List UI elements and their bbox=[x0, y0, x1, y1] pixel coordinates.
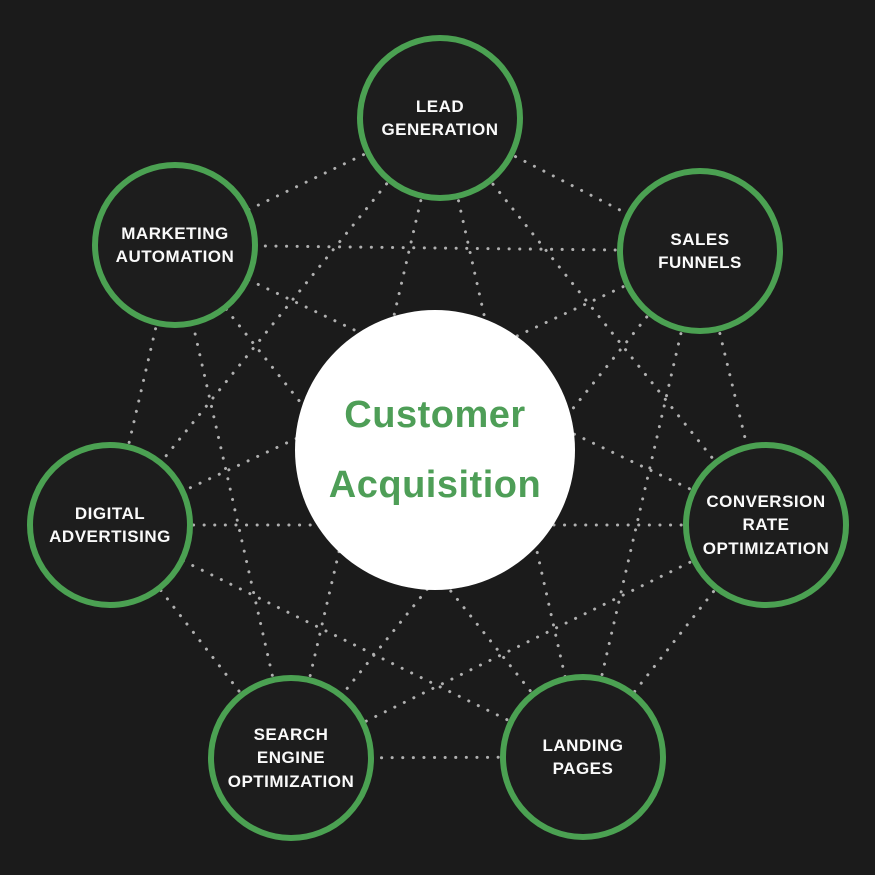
edge-line bbox=[108, 523, 293, 760]
node-label: SEARCH ENGINE OPTIMIZATION bbox=[227, 724, 355, 791]
edge-line bbox=[438, 116, 768, 527]
center-title: Customer Acquisition bbox=[328, 393, 542, 506]
node-label: DIGITAL ADVERTISING bbox=[49, 503, 171, 546]
node-lead-generation[interactable]: LEAD GENERATION bbox=[357, 35, 523, 201]
edge-line bbox=[289, 523, 768, 760]
center-node-customer-acquisition[interactable]: Customer Acquisition bbox=[295, 310, 575, 590]
edge-line bbox=[581, 523, 768, 759]
node-search-engine-optimization[interactable]: SEARCH ENGINE OPTIMIZATION bbox=[208, 675, 374, 841]
node-label: LEAD GENERATION bbox=[381, 96, 499, 139]
node-label: CONVERSION RATE OPTIMIZATION bbox=[702, 491, 830, 558]
node-digital-advertising[interactable]: DIGITAL ADVERTISING bbox=[27, 442, 193, 608]
edge-line bbox=[108, 249, 702, 527]
node-label: LANDING PAGES bbox=[542, 735, 624, 778]
node-conversion-rate-optimization[interactable]: CONVERSION RATE OPTIMIZATION bbox=[683, 442, 849, 608]
node-marketing-automation[interactable]: MARKETING AUTOMATION bbox=[92, 162, 258, 328]
node-label: SALES FUNNELS bbox=[658, 229, 742, 272]
node-sales-funnels[interactable]: SALES FUNNELS bbox=[617, 168, 783, 334]
node-landing-pages[interactable]: LANDING PAGES bbox=[500, 674, 666, 840]
node-label: MARKETING AUTOMATION bbox=[115, 223, 235, 266]
